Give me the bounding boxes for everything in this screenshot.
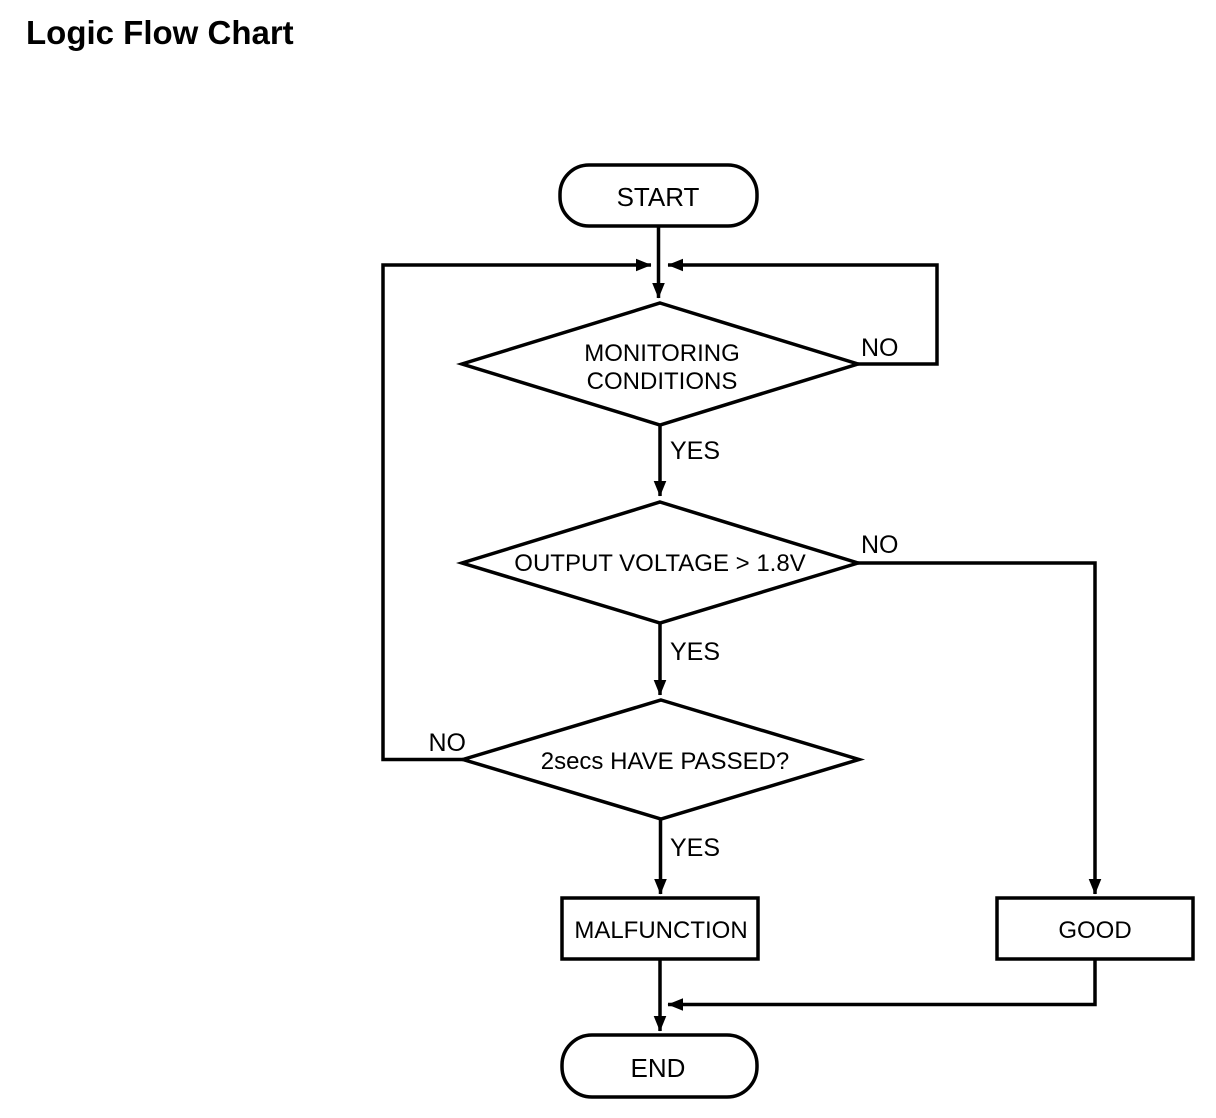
end-node-label: END (631, 1053, 686, 1083)
edge-label-monitoring-no: NO (861, 334, 899, 362)
end-node (560, 1033, 759, 1099)
start-node (558, 163, 759, 228)
edge-timer-no-left-loop (381, 258, 652, 762)
decision-2secs-passed-label: 2secs HAVE PASSED? (541, 748, 790, 775)
decision-output-voltage (456, 500, 864, 625)
start-node-label: START (617, 182, 700, 212)
decision-2secs-passed (456, 698, 866, 821)
page-title: Logic Flow Chart (26, 14, 294, 51)
edge-label-voltage-no: NO (861, 531, 899, 559)
edge-monitoring-no-right-loop (667, 258, 939, 366)
malfunction-node (560, 896, 760, 961)
good-node (995, 896, 1195, 961)
decision-monitoring-conditions (456, 301, 864, 427)
edge-label-monitoring-yes: YES (670, 437, 720, 465)
malfunction-node-label: MALFUNCTION (574, 917, 747, 944)
decision-monitoring-label-line2: CONDITIONS (587, 368, 738, 395)
good-node-label: GOOD (1058, 917, 1131, 944)
edge-good-to-end-join (667, 959, 1097, 1011)
decision-output-voltage-label: OUTPUT VOLTAGE > 1.8V (514, 550, 805, 577)
edge-label-voltage-yes: YES (670, 638, 720, 666)
edge-label-timer-yes: YES (670, 834, 720, 862)
edge-label-timer-no: NO (429, 729, 467, 757)
edge-voltage-no-to-good (858, 561, 1102, 895)
decision-monitoring-label-line1: MONITORING (584, 340, 740, 367)
